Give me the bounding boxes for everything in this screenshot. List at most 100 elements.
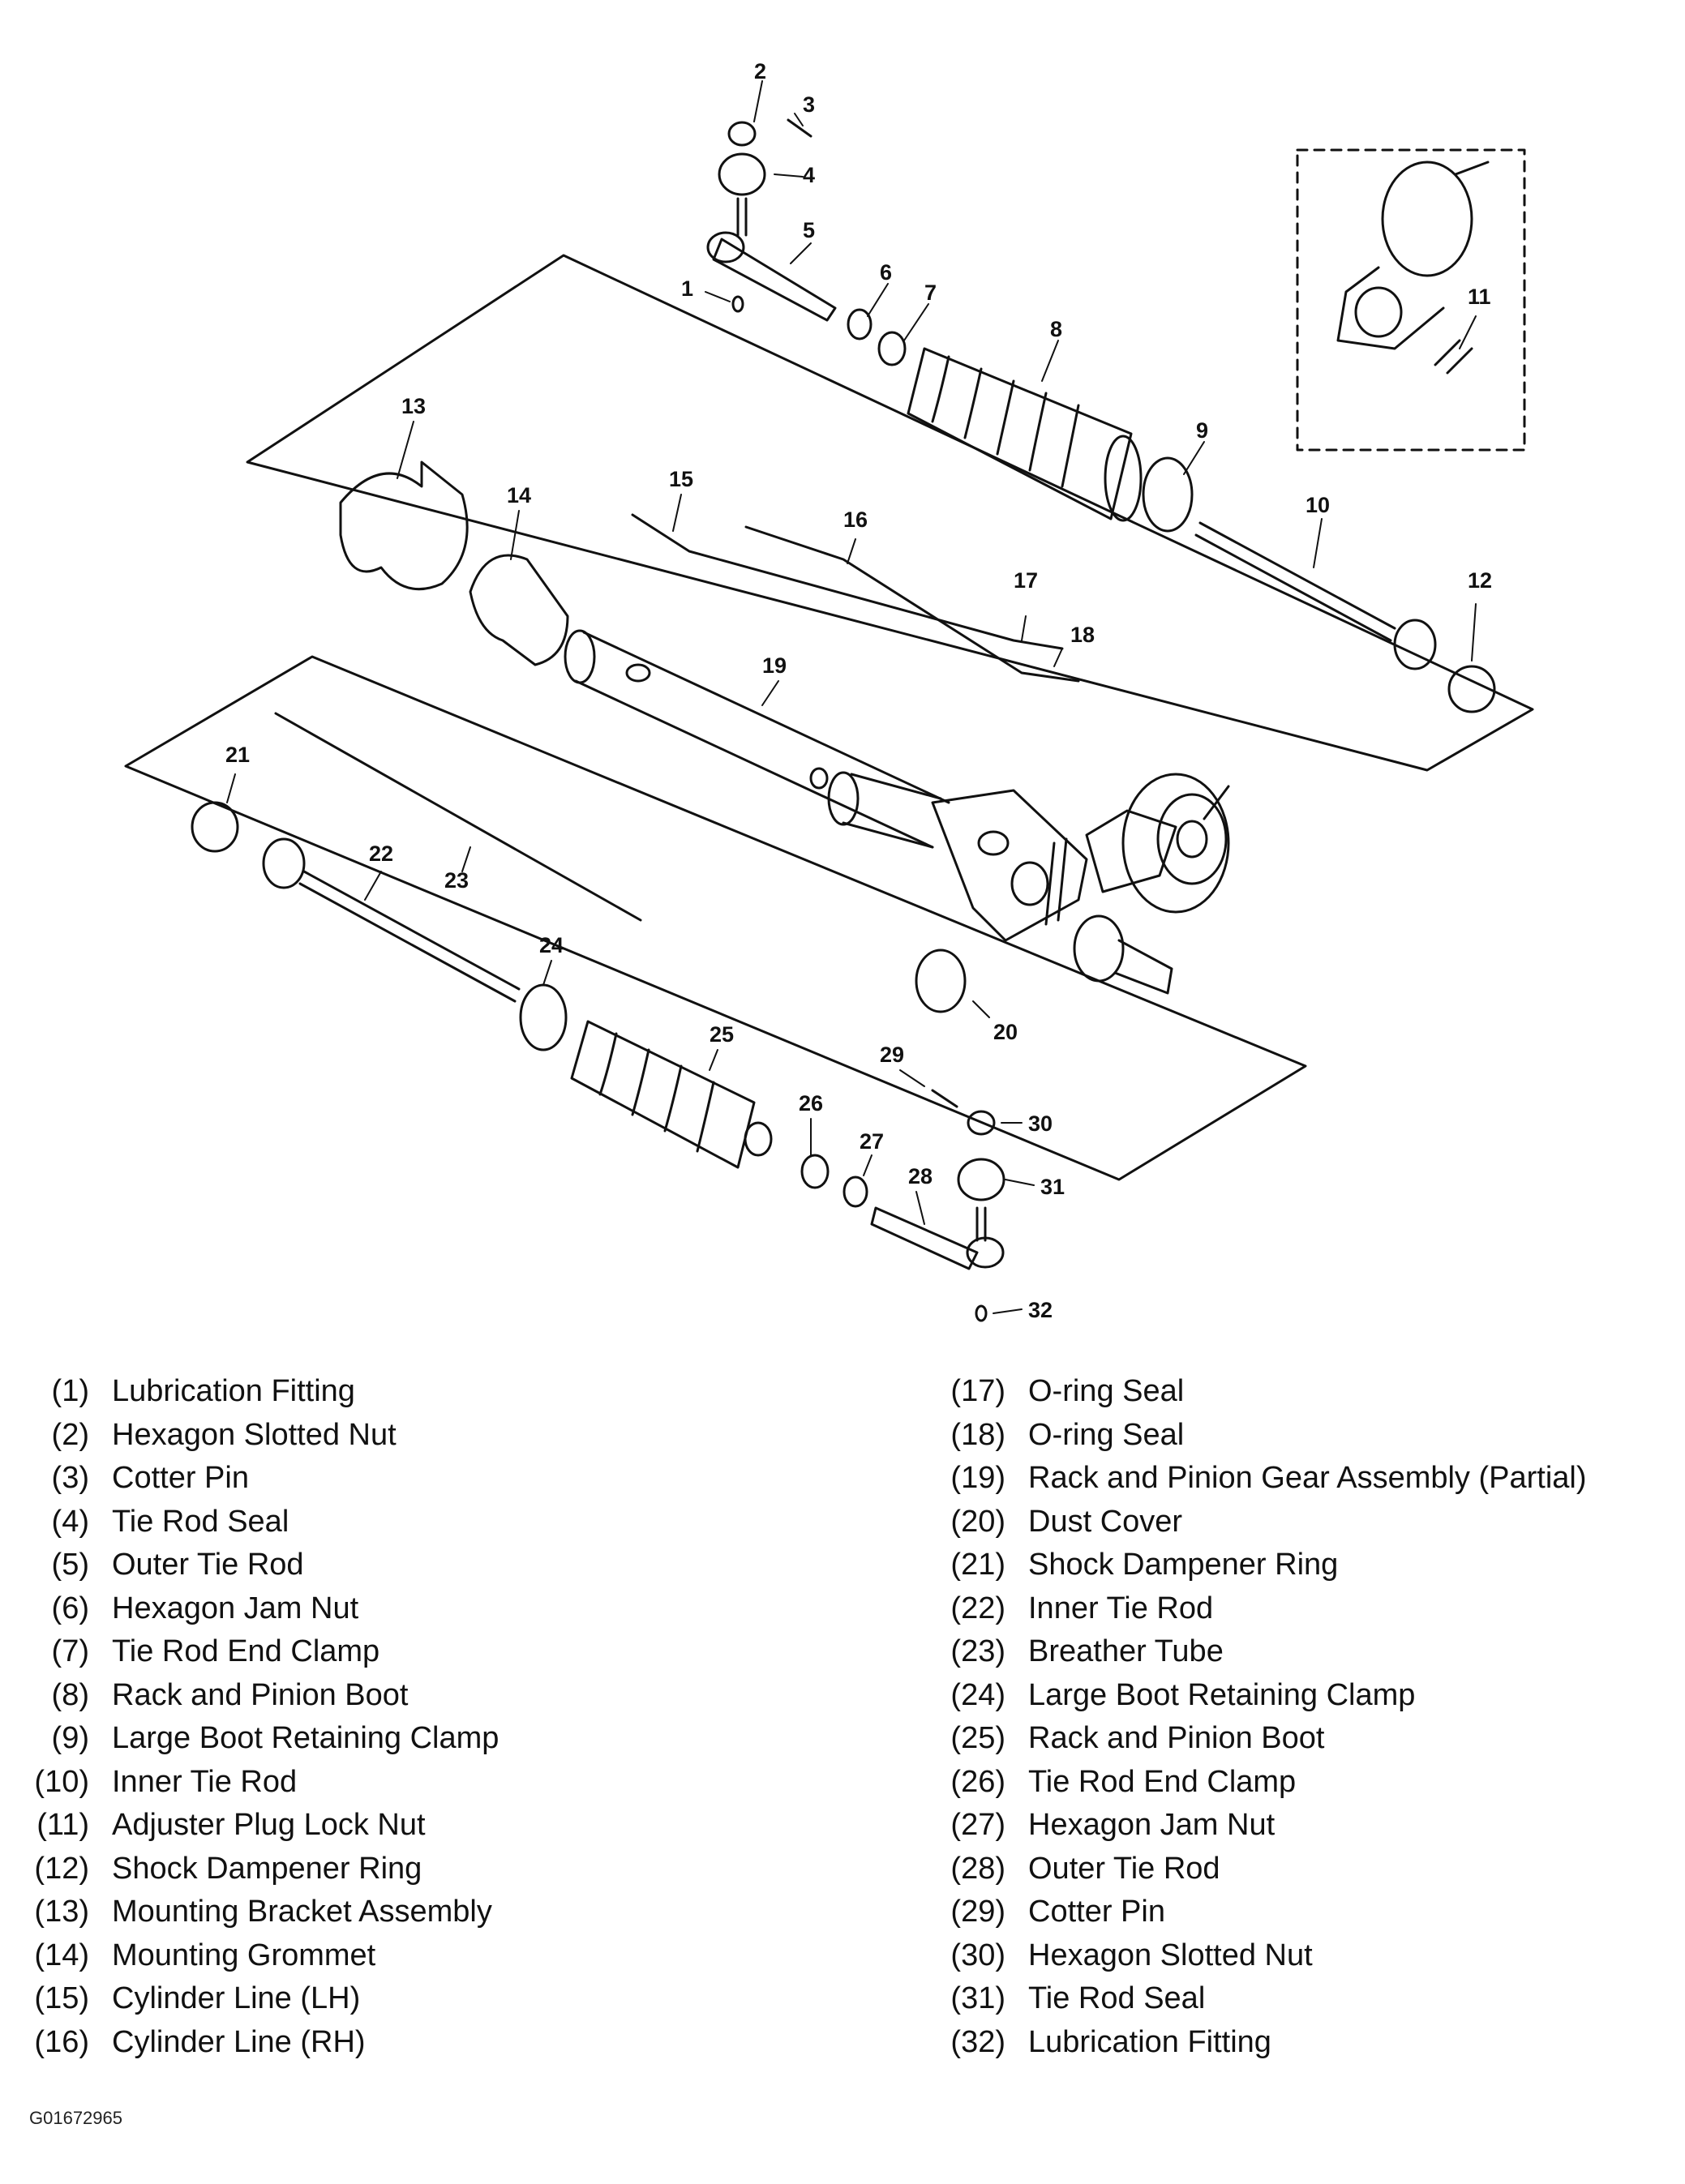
legend-label: Rack and Pinion Boot	[112, 1677, 409, 1712]
callout-16: 16	[843, 507, 868, 532]
legend-item: (4)Tie Rod Seal	[29, 1501, 499, 1544]
legend-right-column: (17)O-ring Seal (18)O-ring Seal (19)Rack…	[941, 1370, 1587, 2064]
upper-dampener-ring-drawing	[1447, 665, 1496, 713]
legend-item: (19)Rack and Pinion Gear Assembly (Parti…	[941, 1457, 1587, 1501]
legend-label: Rack and Pinion Gear Assembly (Partial)	[1028, 1461, 1587, 1495]
callout-19: 19	[762, 653, 787, 678]
upper-outer-tie-rod-drawing	[706, 118, 837, 322]
rack-housing-drawing	[564, 629, 1230, 995]
legend-label: Hexagon Slotted Nut	[1028, 1938, 1313, 1972]
legend-number: (26)	[950, 1764, 1005, 1799]
cylinder-line-lh-drawing	[631, 513, 1064, 650]
lower-assembly-plane	[124, 655, 1307, 1181]
legend-label: Hexagon Jam Nut	[112, 1591, 359, 1625]
lower-jam-nut-drawing	[842, 1176, 868, 1208]
callout-30: 30	[1028, 1111, 1053, 1136]
legend-number: (31)	[950, 1981, 1005, 2015]
lower-clamp-drawing	[519, 983, 568, 1051]
callout-21: 21	[225, 743, 250, 767]
callout-11: 11	[1468, 285, 1491, 309]
legend-label: Dust Cover	[1028, 1504, 1183, 1539]
legend-item: (2) Hexagon Slotted Nut	[29, 1414, 499, 1458]
breather-tube-drawing	[274, 712, 642, 922]
legend-label: Large Boot Retaining Clamp	[1028, 1677, 1416, 1712]
legend-number: (23)	[950, 1634, 1005, 1668]
legend-number: (7)	[51, 1634, 89, 1668]
upper-clamp-7-drawing	[877, 331, 907, 366]
legend-number: (3)	[51, 1461, 89, 1495]
figure-id: G01672965	[29, 2108, 122, 2128]
legend-number: (22)	[950, 1591, 1005, 1625]
legend-number: (25)	[950, 1721, 1005, 1755]
upper-inner-tie-rod-drawing	[1194, 521, 1437, 670]
legend-label: Tie Rod End Clamp	[1028, 1764, 1297, 1799]
callout-25: 25	[710, 1022, 734, 1047]
legend-number: (11)	[36, 1808, 89, 1842]
dust-cover-drawing	[915, 949, 967, 1013]
legend-label: Cylinder Line (RH)	[112, 2024, 366, 2059]
callout-18: 18	[1070, 623, 1095, 647]
legend-number: (10)	[34, 1764, 89, 1799]
legend-label: Shock Dampener Ring	[1028, 1548, 1339, 1582]
callout-31: 31	[1040, 1175, 1065, 1199]
legend-number: (14)	[34, 1938, 89, 1972]
legend-label: Shock Dampener Ring	[112, 1851, 422, 1886]
legend-item: (24)Large Boot Retaining Clamp	[941, 1674, 1587, 1718]
legend-item: (11) Adjuster Plug Lock Nut	[29, 1804, 499, 1848]
legend-item: (13)Mounting Bracket Assembly	[29, 1891, 499, 1934]
callout-10: 10	[1306, 493, 1330, 517]
legend-label: Inner Tie Rod	[112, 1764, 298, 1799]
cylinder-line-rh-drawing	[744, 525, 1080, 683]
legend-number: (29)	[950, 1895, 1005, 1929]
legend-item: (10) Inner Tie Rod	[29, 1761, 499, 1805]
legend-label: Hexagon Slotted Nut	[112, 1417, 397, 1452]
legend-number: (4)	[51, 1504, 89, 1539]
legend-number: (32)	[950, 2024, 1005, 2059]
legend-label: Cotter Pin	[112, 1461, 249, 1495]
lower-outer-tie-rod-drawing	[870, 1089, 1005, 1322]
callout-4: 4	[803, 163, 815, 187]
inset-pinion-drawing	[1336, 161, 1490, 375]
legend-item: (20)Dust Cover	[941, 1501, 1587, 1544]
legend-label: Outer Tie Rod	[112, 1548, 304, 1582]
callout-13: 13	[401, 394, 426, 418]
legend-item: (12)Shock Dampener Ring	[29, 1848, 499, 1891]
legend-label: Mounting Grommet	[112, 1938, 376, 1972]
legend-label: Tie Rod Seal	[1028, 1981, 1206, 2015]
legend-item: (25)Rack and Pinion Boot	[941, 1717, 1587, 1761]
callout-3: 3	[803, 92, 815, 117]
inset-frame	[1296, 148, 1526, 452]
lower-clamp-26-drawing	[800, 1154, 830, 1189]
legend-item: (16)Cylinder Line (RH)	[29, 2021, 499, 2065]
upper-clamp-drawing	[1142, 456, 1194, 533]
legend-item: (14) Mounting Grommet	[29, 1934, 499, 1978]
callout-1: 1	[681, 276, 693, 301]
callout-14: 14	[507, 483, 531, 507]
legend-item: (6)Hexagon Jam Nut	[29, 1587, 499, 1631]
mounting-grommet-drawing	[469, 554, 569, 666]
legend-label: Tie Rod End Clamp	[112, 1634, 380, 1668]
upper-assembly-plane	[246, 254, 1534, 772]
callout-9: 9	[1196, 418, 1208, 443]
legend-item: (26) Tie Rod End Clamp	[941, 1761, 1587, 1805]
legend-item: (23)Breather Tube	[941, 1630, 1587, 1674]
legend-item: (8)Rack and Pinion Boot	[29, 1674, 499, 1718]
callout-32: 32	[1028, 1298, 1053, 1322]
mounting-bracket-drawing	[339, 460, 469, 591]
legend-number: (2)	[51, 1417, 89, 1452]
callout-12: 12	[1468, 568, 1492, 593]
legend-number: (27)	[950, 1808, 1005, 1842]
legend-label: O-ring Seal	[1028, 1374, 1185, 1408]
legend-number: (30)	[950, 1938, 1005, 1972]
legend-item: (29) Cotter Pin	[941, 1891, 1587, 1934]
callout-20: 20	[993, 1020, 1018, 1044]
legend-label: Outer Tie Rod	[1028, 1851, 1220, 1886]
legend-label: Cotter Pin	[1028, 1895, 1165, 1929]
legend-item: (17)O-ring Seal	[941, 1370, 1587, 1414]
callout-29: 29	[880, 1043, 904, 1067]
upper-jam-nut-drawing	[847, 308, 873, 340]
legend-label: Adjuster Plug Lock Nut	[112, 1808, 426, 1842]
leader-lines	[226, 80, 1477, 1314]
callout-6: 6	[880, 260, 892, 285]
lower-boot-drawing	[570, 1020, 773, 1169]
